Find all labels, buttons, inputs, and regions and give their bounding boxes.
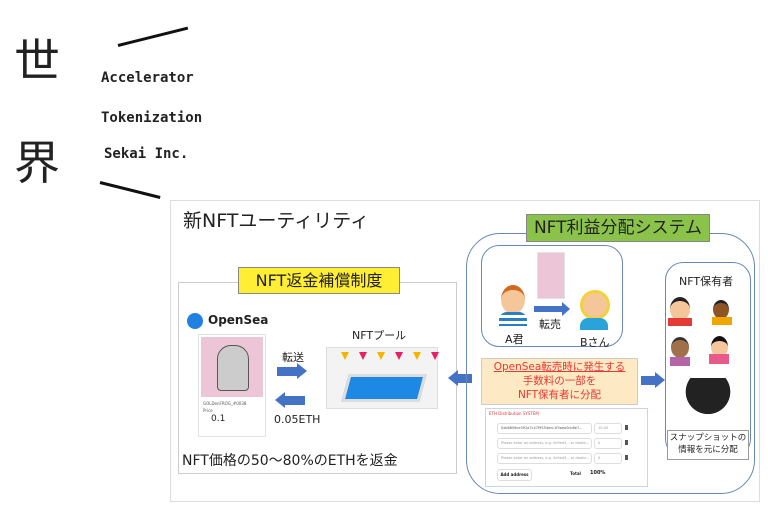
logo-line-1: Accelerator xyxy=(101,70,194,86)
arrow-head xyxy=(275,392,285,408)
arrow-right-icon xyxy=(277,367,297,376)
holder-avatar xyxy=(713,300,729,319)
holder-avatar xyxy=(671,337,689,358)
bunting-flag xyxy=(359,352,367,360)
arrow-left-icon xyxy=(458,374,472,383)
crowd-icon xyxy=(684,378,732,424)
arrow-head xyxy=(655,372,665,388)
page-title: 新NFTユーティリティ xyxy=(183,210,370,232)
total-label: Total xyxy=(570,471,581,476)
refund-label: NFT返金補償制度 xyxy=(238,267,400,294)
main-panel xyxy=(170,200,760,502)
arrow-head xyxy=(448,370,458,386)
delete-icon[interactable] xyxy=(625,455,628,460)
price-label: Price xyxy=(203,408,213,413)
logo-stroke xyxy=(117,26,189,47)
total-value: 100% xyxy=(590,470,606,476)
person-a-avatar xyxy=(501,285,525,314)
refund-amount: 0.05ETH xyxy=(274,413,321,426)
opensea-brand: OpenSea xyxy=(208,313,269,327)
logo-kanji-1: 世 xyxy=(14,34,60,88)
bunting-flag xyxy=(413,352,421,360)
person-b-label: Bさん xyxy=(580,336,610,349)
logo-line-2: Tokenization xyxy=(101,110,203,126)
holder-body xyxy=(709,354,729,364)
person-b-avatar xyxy=(580,290,610,320)
nft-thumbnail xyxy=(537,252,565,299)
address-input-2[interactable]: Please enter an address, e.g. 0x9ed3... … xyxy=(497,438,592,449)
arrow-right-icon xyxy=(641,376,655,385)
arrow-head xyxy=(562,302,570,316)
delete-icon[interactable] xyxy=(625,425,628,430)
arrow-head xyxy=(297,363,307,379)
logo-line-3: Sekai Inc. xyxy=(104,146,189,162)
pool-label: NFTプール xyxy=(352,329,407,342)
snapshot-line-2: 情報を元に分配 xyxy=(678,445,738,455)
percent-input-1[interactable]: 10.00 xyxy=(594,423,622,434)
bunting-flag xyxy=(341,352,349,360)
address-input-3[interactable]: Please enter an address, e.g. 0x9ed3... … xyxy=(497,453,592,464)
add-address-button[interactable]: Add address xyxy=(497,469,532,481)
resale-label: 転売 xyxy=(539,318,561,331)
holder-avatar xyxy=(670,297,690,321)
holder-body xyxy=(668,318,692,326)
nft-price: 0.1 xyxy=(211,414,226,424)
bunting xyxy=(327,348,439,364)
transfer-label: 転送 xyxy=(282,351,304,364)
nft-card: GOLDenFROG_#0038 Price 0.1 xyxy=(198,334,266,437)
pool xyxy=(341,374,427,402)
refund-caption: NFT価格の50〜80%のETHを返金 xyxy=(182,453,398,469)
delete-icon[interactable] xyxy=(625,440,628,445)
bunting-flag xyxy=(377,352,385,360)
eth-distribution-form: ETH Distribution SYSTEM 0xb6656ce392a7c4… xyxy=(485,408,648,487)
nft-pool-image xyxy=(326,347,439,409)
person-a-label: A君 xyxy=(505,333,524,346)
holder-body xyxy=(712,317,732,325)
holders-label: NFT保有者 xyxy=(679,275,734,288)
nft-name: GOLDenFROG_#0038 xyxy=(203,401,247,406)
percent-input-3[interactable]: 0 xyxy=(594,453,622,464)
nft-image xyxy=(201,337,263,397)
logo-stroke xyxy=(99,181,161,199)
snapshot-line-1: スナップショットの xyxy=(669,433,747,443)
holder-body xyxy=(670,357,690,366)
logo-kanji-2: 界 xyxy=(14,136,60,190)
form-title: ETH Distribution SYSTEM xyxy=(489,411,539,416)
resale-box xyxy=(481,245,623,347)
distribution-description: OpenSea転売時に発生する 手数料の一部を NFT保有者に分配 xyxy=(481,358,638,405)
profit-label: NFT利益分配システム xyxy=(526,214,710,242)
description-line-1: OpenSea転売時に発生する xyxy=(493,361,626,373)
percent-input-2[interactable]: 0 xyxy=(594,438,622,449)
description-line-3: NFT保有者に分配 xyxy=(517,389,602,401)
description-line-2: 手数料の一部を xyxy=(522,375,597,387)
person-b-body xyxy=(580,318,608,330)
arrow-left-icon xyxy=(285,396,305,405)
address-input-1[interactable]: 0xb6656ce392a7c47f9554ecc1f5aea0cb8e7... xyxy=(497,423,592,434)
arrow-right-icon xyxy=(534,306,562,312)
bunting-flag xyxy=(395,352,403,360)
person-a-body xyxy=(499,312,527,326)
opensea-icon xyxy=(187,313,203,329)
holder-avatar xyxy=(711,336,728,358)
snapshot-caption: スナップショットの 情報を元に分配 xyxy=(667,430,749,460)
bunting-flag xyxy=(431,352,439,360)
